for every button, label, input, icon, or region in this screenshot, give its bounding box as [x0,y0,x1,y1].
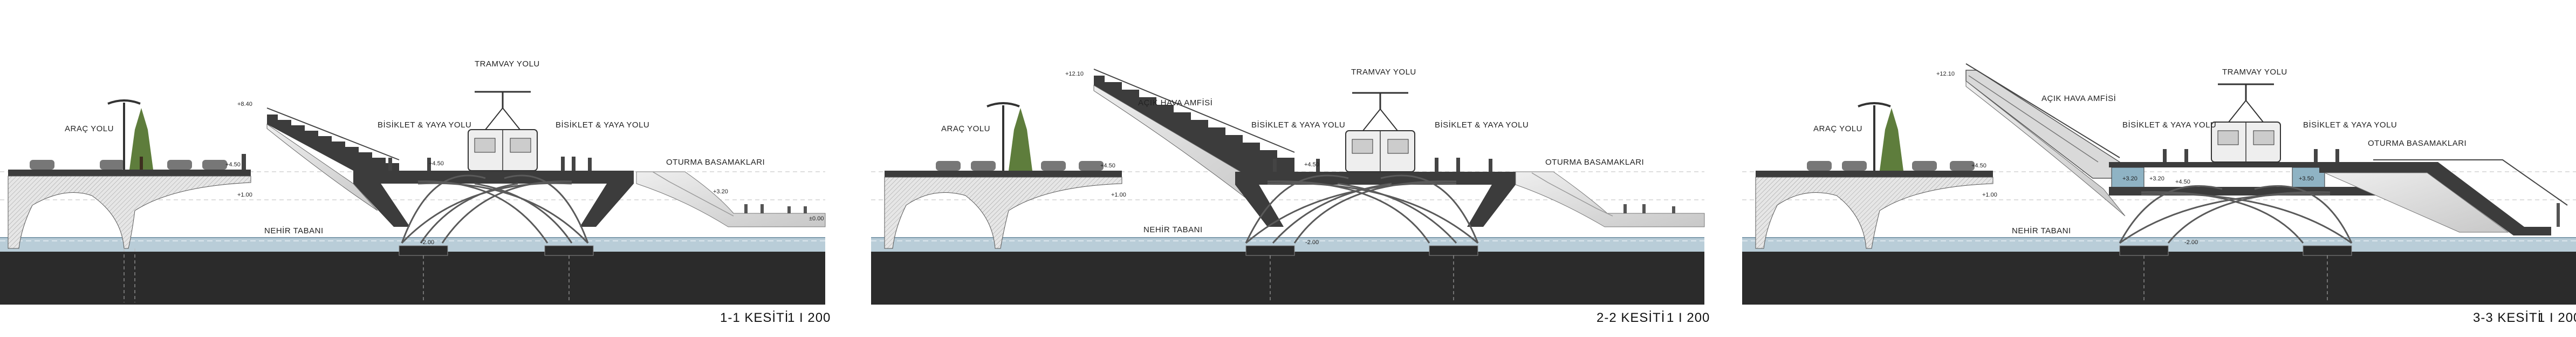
level-deck-2: +4.50 [1304,161,1319,168]
right-cantilever [580,171,634,227]
level-water-2: -2.00 [1305,239,1319,246]
tree-icon [129,108,153,170]
section-2: ARAÇ YOLU AÇIK HAVA AMFİSİ TRAMVAY YOLU … [871,68,1710,325]
level-low-3: +1.00 [1982,192,1997,198]
seating-steps [1515,171,1705,227]
level-low-1: +1.00 [237,192,252,198]
tree-icon [1880,108,1903,171]
label-tramvay-1: TRAMVAY YOLU [475,59,540,69]
level-top-2: +12.10 [1065,71,1084,77]
label-arac-yolu-1: ARAÇ YOLU [65,124,114,133]
level-small-1: ±0.00 [809,215,824,222]
amphitheatre-stair [1094,76,1294,172]
left-road-deck [885,171,1122,177]
left-abutment [884,177,1122,249]
label-arac-yolu-2: ARAÇ YOLU [941,124,990,133]
label-acik-hava-2: AÇIK HAVA AMFİSİ [1138,98,1212,107]
section-1: ARAÇ YOLU TRAMVAY YOLU BİSİKLET & YAYA Y… [0,59,831,325]
river-bed [0,252,825,305]
level-step-1: +3.20 [713,188,728,195]
arch-structure [401,174,589,244]
label-oturma-1: OTURMA BASAMAKLARI [666,158,765,167]
label-bisiklet-left-3: BİSİKLET & YAYA YOLU [2122,120,2216,130]
amphitheatre-stair [267,114,399,171]
section-title-2: 2-2 KESİTİ [1597,311,1665,325]
label-nehir-1: NEHİR TABANI [264,226,324,235]
seating-steps [636,171,826,227]
level-inner-b-3: +3.20 [2149,176,2164,182]
level-left-deck-1: +4.50 [225,161,241,168]
label-oturma-3: OTURMA BASAMAKLARI [2368,139,2467,148]
section-scale-2: 1 I 200 [1667,311,1710,325]
left-road-deck [1756,171,1993,177]
level-top-1: +8.40 [237,101,252,107]
arch-structure [1245,174,1479,244]
level-water-1: -2.00 [421,239,434,246]
tree-icon [1009,108,1032,171]
level-inner-c-3: +3.50 [2299,176,2314,182]
label-nehir-2: NEHİR TABANI [1143,225,1203,234]
section-title-1: 1-1 KESİTİ [720,311,789,325]
level-deck-1: +4.50 [429,160,444,167]
amphitheatre-stair [1965,70,2120,179]
section-scale-1: 1 I 200 [787,311,831,325]
level-water-3: -2.00 [2184,239,2198,246]
level-inner-a-3: +3.20 [2122,176,2137,182]
section-3: ARAÇ YOLU AÇIK HAVA AMFİSİ TRAMVAY YOLU … [1742,63,2576,325]
level-top-3: +12.10 [1936,71,1955,77]
label-bisiklet-right-1: BİSİKLET & YAYA YOLU [556,120,649,130]
level-left-deck-2: +4.50 [1100,163,1115,169]
left-road-deck [8,170,251,176]
label-arac-yolu-3: ARAÇ YOLU [1813,124,1862,133]
arch-structure [2119,185,2353,244]
label-bisiklet-right-3: BİSİKLET & YAYA YOLU [2303,120,2397,130]
label-bisiklet-left-2: BİSİKLET & YAYA YOLU [1251,120,1345,130]
label-bisiklet-right-2: BİSİKLET & YAYA YOLU [1435,120,1529,130]
label-oturma-2: OTURMA BASAMAKLARI [1545,158,1644,167]
seating-steps [2319,162,2551,235]
label-nehir-3: NEHİR TABANI [2012,226,2071,235]
level-left-deck-3: +4.50 [1971,163,1986,169]
main-deck [353,171,634,184]
left-abutment [1755,177,1993,249]
level-low-2: +1.00 [1111,192,1126,198]
left-abutment [8,176,251,249]
label-tramvay-2: TRAMVAY YOLU [1351,68,1416,77]
label-tramvay-3: TRAMVAY YOLU [2222,68,2287,77]
section-title-3: 3-3 KESİTİ [2473,311,2541,325]
level-deck-3: +4.50 [2175,179,2190,185]
river-bed [1742,252,2576,305]
label-acik-hava-3: AÇIK HAVA AMFİSİ [2041,93,2116,103]
left-cantilever [353,171,410,227]
river-bed [871,252,1704,305]
section-scale-3: 1 I 200 [2538,311,2576,325]
label-bisiklet-left-1: BİSİKLET & YAYA YOLU [378,120,471,130]
